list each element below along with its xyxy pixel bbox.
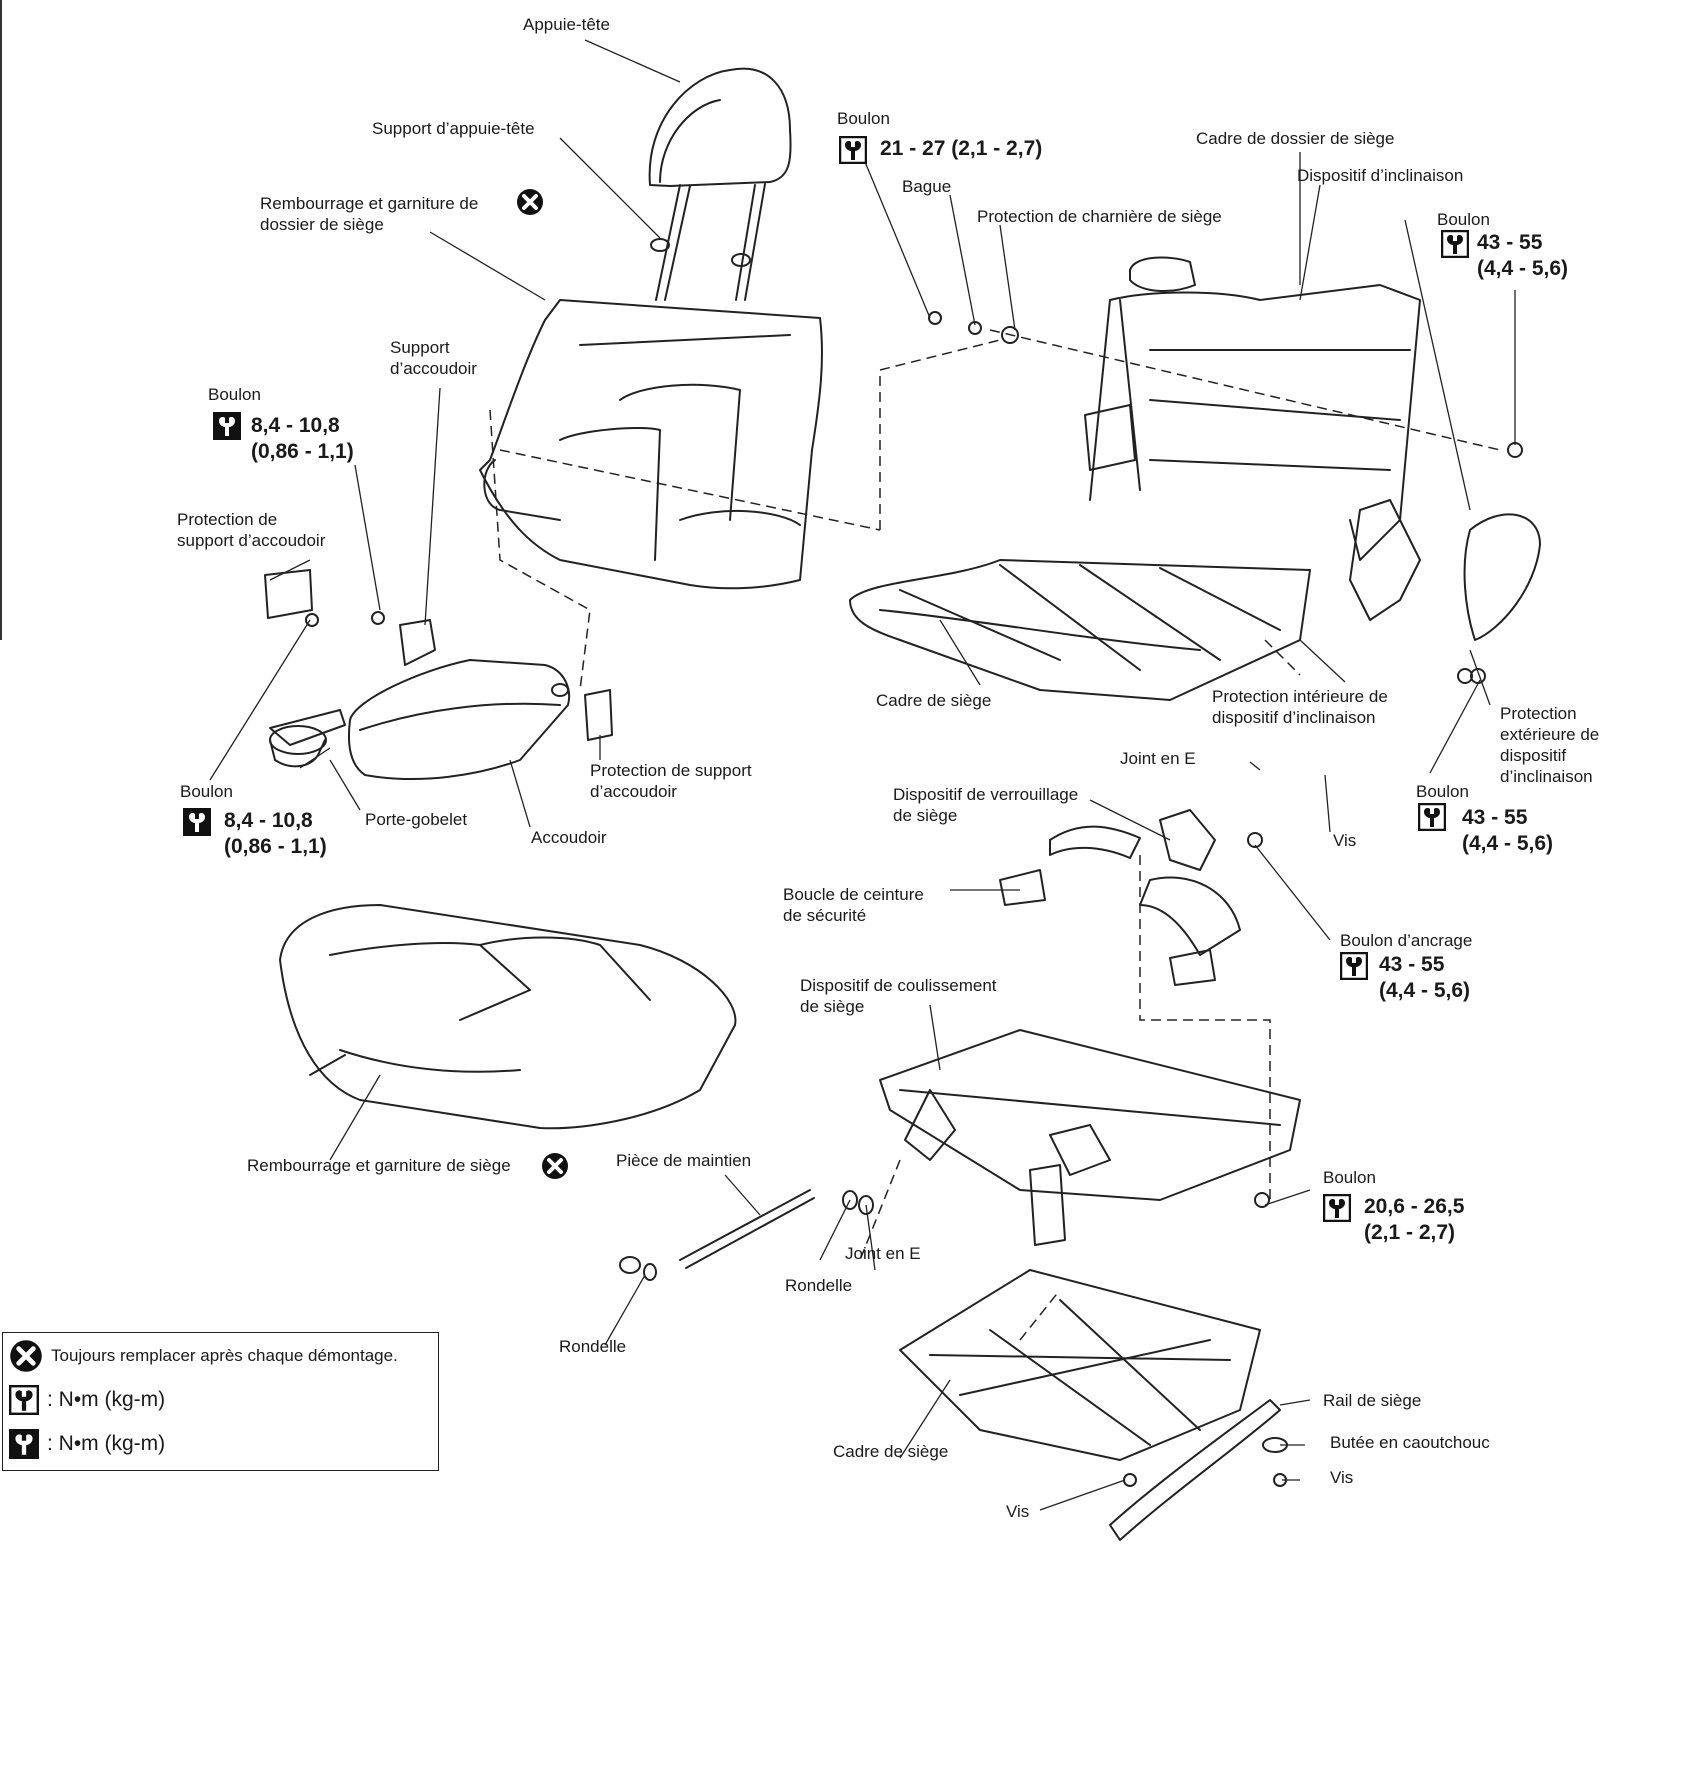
label-rembourrage-siege: Rembourrage et garniture de siège (247, 1156, 511, 1175)
torque-value: 43 - 55 (4,4 - 5,6) (1379, 953, 1471, 1002)
label-porte-gobelet: Porte-gobelet (365, 810, 468, 829)
label-vis: Vis (1006, 1502, 1030, 1521)
label-protection-support-accoudoir: Protection de support d’accoudoir (590, 761, 752, 801)
torque-wrench-icon (1418, 803, 1446, 831)
replace-x-icon (517, 189, 543, 215)
cup-holder (269, 709, 346, 768)
recliner-assembly (1349, 499, 1541, 684)
assembly-dashed-lines (489, 329, 1501, 1341)
headrest (648, 67, 792, 301)
seat-back-frame (1084, 256, 1421, 561)
label-cadre-dossier: Cadre de dossier de siège (1196, 129, 1395, 148)
label-dispositif-inclinaison: Dispositif d’inclinaison (1297, 166, 1464, 185)
label-boulon: Boulon (1437, 210, 1490, 229)
label-support-accoudoir: Support d’accoudoir (390, 338, 477, 378)
label-dispositif-coulissement: Dispositif de coulissement de siège (800, 976, 997, 1016)
label-boulon: Boulon (1323, 1168, 1376, 1187)
label-protection-charniere: Protection de charnière de siège (977, 207, 1222, 226)
label-boulon-ancrage: Boulon d’ancrage (1340, 931, 1473, 950)
label-rail-siege: Rail de siège (1323, 1391, 1422, 1410)
label-bague: Bague (902, 177, 952, 196)
page-left-rule (0, 0, 2, 640)
legend-row-torque-solid: : N•m (kg-m) (9, 1427, 165, 1461)
label-dispositif-verrouillage: Dispositif de verrouillage de siège (893, 785, 1079, 825)
torque-value: 20,6 - 26,5 (2,1 - 2,7) (1364, 1195, 1465, 1244)
seat-frame (849, 559, 1311, 701)
armrest (347, 659, 570, 780)
label-boulon: Boulon (180, 782, 233, 801)
seat-back-cushion (479, 299, 823, 590)
seat-slide-device (879, 1029, 1301, 1246)
legend-replace-text: Toujours remplacer après chaque démontag… (51, 1346, 398, 1365)
torque-wrench-icon (1340, 952, 1368, 980)
torque-wrench-solid-icon (9, 1429, 39, 1459)
legend-row-replace: Toujours remplacer après chaque démontag… (9, 1339, 398, 1373)
label-protection-interieure: Protection intérieure de dispositif d’in… (1212, 687, 1388, 727)
label-vis: Vis (1333, 831, 1357, 850)
legend-row-torque: : N•m (kg-m) (9, 1383, 165, 1417)
label-protection-support-accoudoir: Protection de support d’accoudoir (177, 510, 326, 550)
label-rembourrage-dossier: Rembourrage et garniture de dossier de s… (260, 194, 479, 234)
label-joint-en-e: Joint en E (845, 1244, 921, 1263)
torque-value: 43 - 55 (4,4 - 5,6) (1462, 806, 1554, 855)
torque-value: 8,4 - 10,8 (0,86 - 1,1) (251, 414, 354, 463)
label-cadre-siege: Cadre de siège (833, 1442, 949, 1461)
label-butee-caoutchouc: Butée en caoutchouc (1330, 1433, 1490, 1452)
torque-value: 21 - 27 (2,1 - 2,7) (880, 137, 1043, 160)
label-support-appuie-tete: Support d’appuie-tête (372, 119, 535, 138)
retaining-piece (619, 1189, 874, 1281)
torque-wrench-icon (839, 136, 867, 164)
label-vis: Vis (1330, 1468, 1354, 1487)
label-protection-exterieure: Protection extérieure de dispositif d’in… (1500, 704, 1600, 786)
label-boucle-ceinture: Boucle de ceinture de sécurité (783, 885, 924, 925)
label-piece-maintien: Pièce de maintien (616, 1151, 752, 1170)
seat-rail (1109, 1399, 1288, 1541)
torque-wrench-solid-icon (213, 412, 241, 440)
torque-wrench-icon (1441, 230, 1469, 258)
label-rondelle: Rondelle (785, 1276, 853, 1295)
torque-value: 43 - 55 (4,4 - 5,6) (1477, 231, 1569, 280)
bolts (305, 311, 1523, 1208)
seat-lock-and-belt (999, 809, 1241, 986)
legend-torque-solid-text: : N•m (kg-m) (47, 1432, 166, 1455)
label-boulon: Boulon (208, 385, 261, 404)
label-cadre-siege: Cadre de siège (876, 691, 992, 710)
torque-wrench-icon (1323, 1194, 1351, 1222)
torque-wrench-icon (9, 1385, 39, 1415)
leader-lines (209, 39, 1516, 1511)
torque-wrench-solid-icon (183, 808, 211, 836)
replace-x-icon (542, 1153, 568, 1179)
lower-seat-frame (899, 1269, 1261, 1461)
label-boulon: Boulon (837, 109, 890, 128)
replace-x-icon (10, 1340, 42, 1372)
armrest-bracket (264, 569, 613, 741)
label-boulon: Boulon (1416, 782, 1469, 801)
legend-torque-text: : N•m (kg-m) (47, 1388, 166, 1411)
legend-box: Toujours remplacer après chaque démontag… (2, 1332, 439, 1471)
seat-cushion (279, 904, 737, 1130)
label-accoudoir: Accoudoir (531, 828, 607, 847)
label-appuie-tete: Appuie-tête (523, 15, 610, 34)
torque-value: 8,4 - 10,8 (0,86 - 1,1) (224, 809, 327, 858)
label-joint-en-e: Joint en E (1120, 749, 1196, 768)
label-rondelle: Rondelle (559, 1337, 627, 1356)
